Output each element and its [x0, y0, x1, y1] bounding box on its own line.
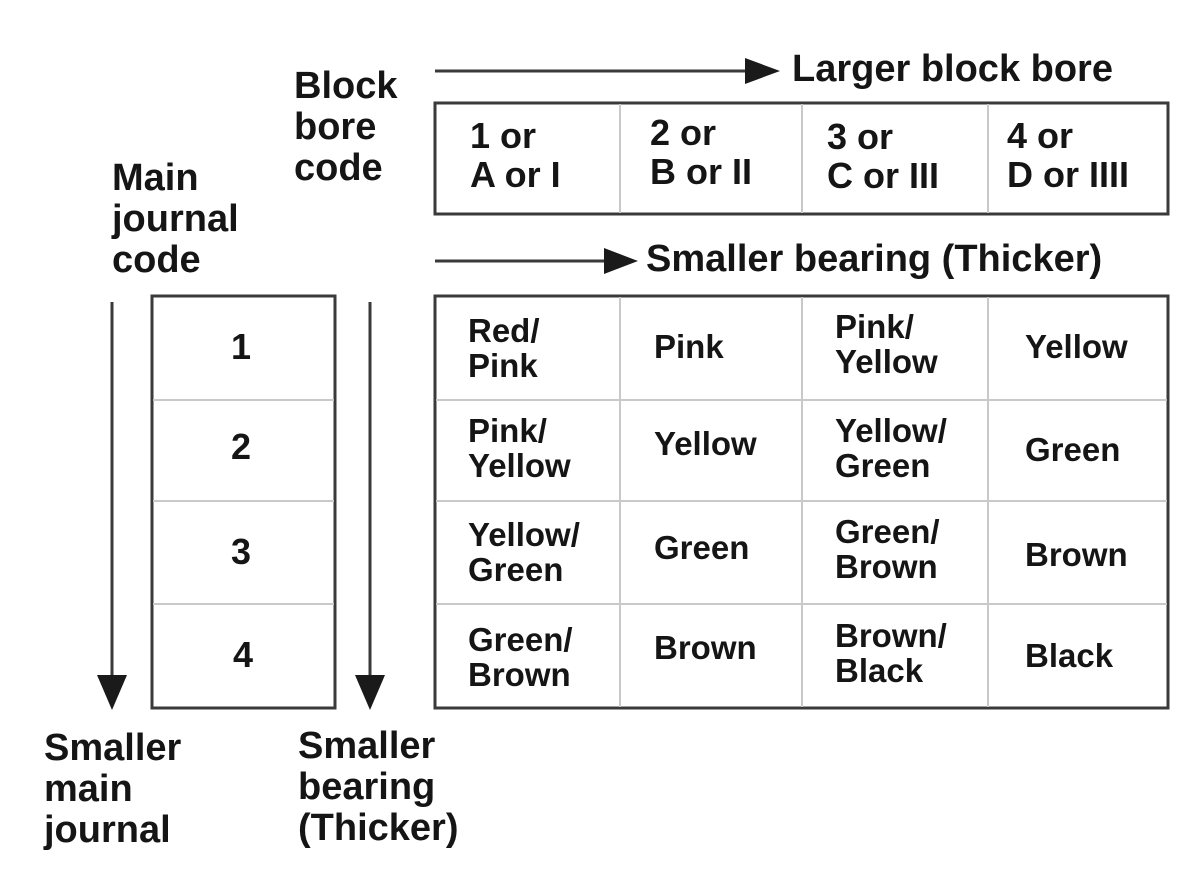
- bore-code-2: 2 or B or II: [650, 112, 753, 192]
- bearing-color-cell: Green/ Brown: [468, 621, 573, 693]
- bearing-color-cell: Black: [1025, 637, 1114, 674]
- main-journal-code-label: Main journal code: [112, 157, 239, 282]
- bearing-color-cell: Pink/ Yellow: [835, 308, 938, 380]
- bearing-color-cell: Yellow: [654, 425, 757, 462]
- bearing-color-cell: Green: [1025, 431, 1121, 468]
- smaller-bearing-arrow-head: [604, 248, 638, 274]
- bearing-color-cell: Pink/ Yellow: [468, 412, 571, 484]
- bore-code-box: [433, 101, 1170, 216]
- journal-code-2: 2: [231, 426, 252, 467]
- bearing-color-cell: Yellow: [1025, 328, 1128, 365]
- bearing-color-cell: Green/ Brown: [835, 513, 940, 585]
- main-journal-arrow-head: [97, 675, 127, 710]
- block-bore-code-label: Block bore code: [294, 65, 398, 190]
- bearing-color-cell: Brown: [654, 629, 757, 666]
- smaller-bearing-top-label: Smaller bearing (Thicker): [646, 238, 1103, 280]
- journal-code-3: 3: [231, 531, 252, 572]
- larger-block-bore-label: Larger block bore: [792, 48, 1113, 90]
- journal-code-1: 1: [231, 326, 252, 367]
- bore-code-4: 4 or D or IIII: [1007, 115, 1130, 195]
- smaller-bearing-bottom-label: Smaller bearing (Thicker): [298, 725, 459, 850]
- smaller-main-journal-label: Smaller main journal: [44, 727, 182, 852]
- bearing-color-cell: Green: [654, 529, 750, 566]
- bearing-color-cell: Brown: [1025, 536, 1128, 573]
- bore-code-1: 1 or A or I: [470, 115, 561, 195]
- bore-code-3: 3 or C or III: [827, 116, 940, 196]
- bearing-color-cell: Yellow/ Green: [468, 516, 580, 588]
- bearing-color-cell: Brown/ Black: [835, 617, 947, 689]
- journal-code-4: 4: [233, 634, 254, 675]
- color-table-frame: [433, 294, 1170, 710]
- bearing-arrow-head: [355, 675, 385, 710]
- larger-bore-arrow-head: [745, 58, 780, 84]
- bearing-color-cell: Yellow/ Green: [835, 412, 947, 484]
- bearing-color-cell: Pink: [654, 328, 724, 365]
- bearing-color-cell: Red/ Pink: [468, 312, 540, 384]
- journal-code-box: [150, 294, 337, 710]
